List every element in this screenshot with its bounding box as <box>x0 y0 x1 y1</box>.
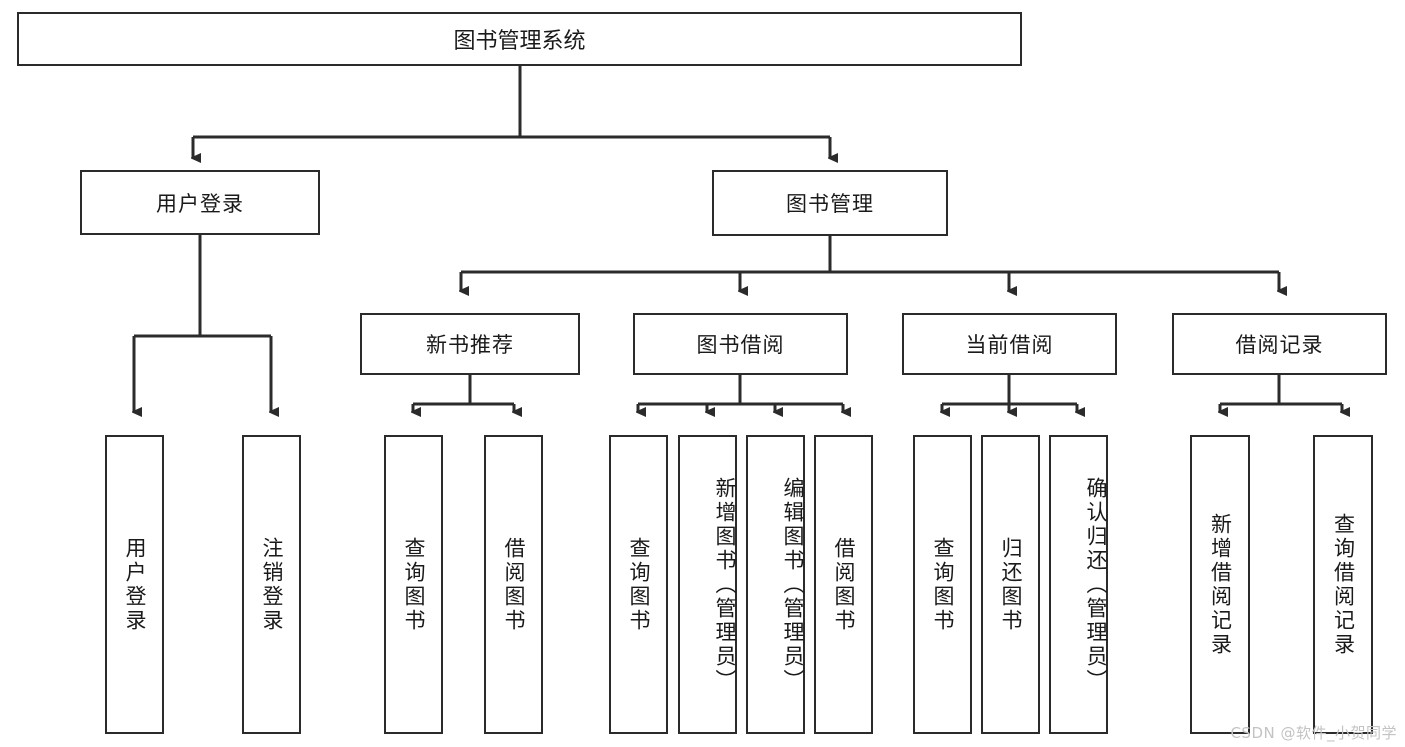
node-book-borrow[interactable]: 图书借阅 <box>633 313 848 375</box>
leaf-borrow-book[interactable]: 借阅图书 <box>814 435 873 734</box>
watermark-text: CSDN @软件_小贺同学 <box>1230 724 1397 742</box>
node-user-login[interactable]: 用户登录 <box>80 170 320 235</box>
leaf-query-book-borrow[interactable]: 查询图书 <box>609 435 668 734</box>
leaf-borrow-book-recommend[interactable]: 借阅图书 <box>484 435 543 734</box>
node-new-book-recommend[interactable]: 新书推荐 <box>360 313 580 375</box>
leaf-edit-book-admin[interactable]: 编辑图书（管理员） <box>746 435 805 734</box>
node-book-management-system[interactable]: 图书管理系统 <box>17 12 1022 66</box>
leaf-user-login[interactable]: 用户登录 <box>105 435 164 734</box>
node-label: 新书推荐 <box>426 333 514 357</box>
node-borrow-record[interactable]: 借阅记录 <box>1172 313 1387 375</box>
leaf-return-book[interactable]: 归还图书 <box>981 435 1040 734</box>
leaf-add-book-admin[interactable]: 新增图书（管理员） <box>678 435 737 734</box>
leaf-query-book-current[interactable]: 查询图书 <box>913 435 972 734</box>
leaf-logout-login[interactable]: 注销登录 <box>242 435 301 734</box>
leaf-confirm-return-admin[interactable]: 确认归还（管理员） <box>1049 435 1108 734</box>
node-label: 图书管理系统 <box>453 29 586 54</box>
node-current-borrow[interactable]: 当前借阅 <box>902 313 1117 375</box>
node-book-management[interactable]: 图书管理 <box>712 170 948 236</box>
node-label: 借阅记录 <box>1235 333 1324 357</box>
leaf-add-borrow-record[interactable]: 新增借阅记录 <box>1190 435 1250 734</box>
node-label: 图书管理 <box>786 192 874 216</box>
node-label: 图书借阅 <box>696 333 785 357</box>
leaf-query-borrow-record[interactable]: 查询借阅记录 <box>1313 435 1373 734</box>
node-label: 用户登录 <box>156 191 244 216</box>
leaf-query-book-recommend[interactable]: 查询图书 <box>384 435 443 734</box>
node-label: 当前借阅 <box>965 333 1054 357</box>
